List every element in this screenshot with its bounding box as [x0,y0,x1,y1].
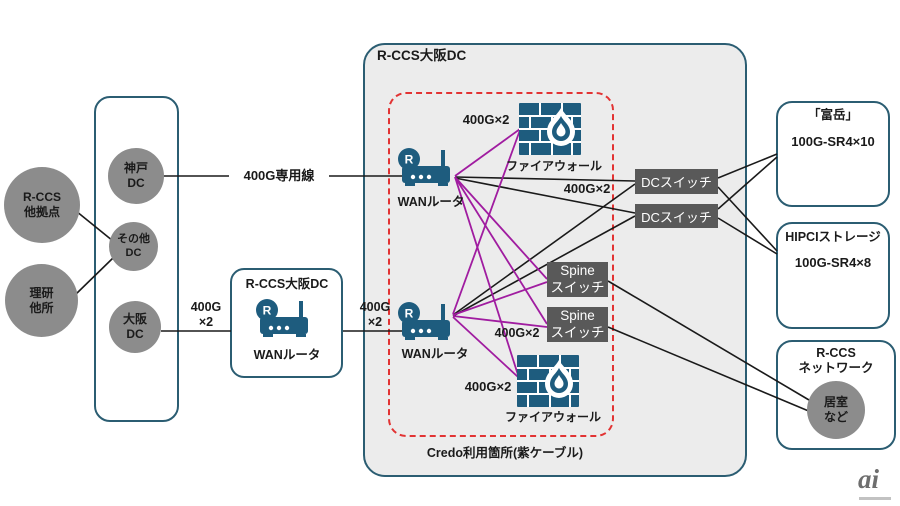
rccs-osaka-dc-title: R-CCS大阪DC [377,48,467,63]
credo-note: Credo利用箇所(紫ケーブル) [426,446,584,460]
fugaku-title: 「富岳」 [807,108,858,122]
wan-router2-icon: R [398,302,450,340]
firewall1-label: ファイアウォール [505,159,602,173]
svg-text:R: R [405,153,414,167]
rccs-network-title: R-CCS ネットワーク [798,346,874,375]
spine-switch2: Spine スイッチ [547,307,608,342]
fugaku-spec: 100G-SR4×10 [791,134,875,149]
hpci-storage-spec: 100G-SR4×8 [794,255,872,270]
label-400gx2-mid: 400G ×2 [359,300,391,329]
dc-switch2: DCスイッチ [635,204,718,228]
svg-text:R: R [405,307,414,321]
label-400gx2-left: 400G ×2 [190,300,222,329]
firewall2-label: ファイアウォール [504,410,601,424]
hpci-storage-title: HIPCIストレージ [785,230,881,244]
node-riken-other: 理研 他所 [5,264,78,337]
firewall2-icon [517,355,579,407]
osaka-edge-box-title: R-CCS大阪DC [245,277,329,291]
node-kobe-dc: 神戸 DC [108,148,164,204]
node-osaka-dc: 大阪 DC [109,301,161,353]
wan-router2-label: WANルータ [401,347,469,361]
dc-switch1: DCスイッチ [635,169,718,194]
firewall1-icon [519,103,581,155]
edge-wan-router-icon: R [256,299,308,337]
fugaku-box [776,101,890,207]
label-400gx2-firewall2: 400G×2 [464,379,512,394]
node-rccs-other-sites: R-CCS 他拠点 [4,167,80,243]
router-badge: R [263,304,272,318]
wan-router1-label: WANルータ [397,195,465,209]
node-rooms: 居室 など [807,381,865,439]
label-400gx2-spine: 400G×2 [494,326,540,340]
label-400g-dedicated-line: 400G専用線 [229,168,329,184]
label-400gx2-firewall1: 400G×2 [462,112,510,127]
publisher-logo-caption [859,497,891,500]
wan-router1-icon: R [398,148,450,186]
publisher-logo: ai [858,464,880,494]
spine-switch1: Spine スイッチ [547,262,608,297]
label-400gx2-dcswitch: 400G×2 [563,181,611,196]
edge-wan-router-label: WANルータ [253,348,321,362]
node-other-dc: その他 DC [109,222,158,271]
